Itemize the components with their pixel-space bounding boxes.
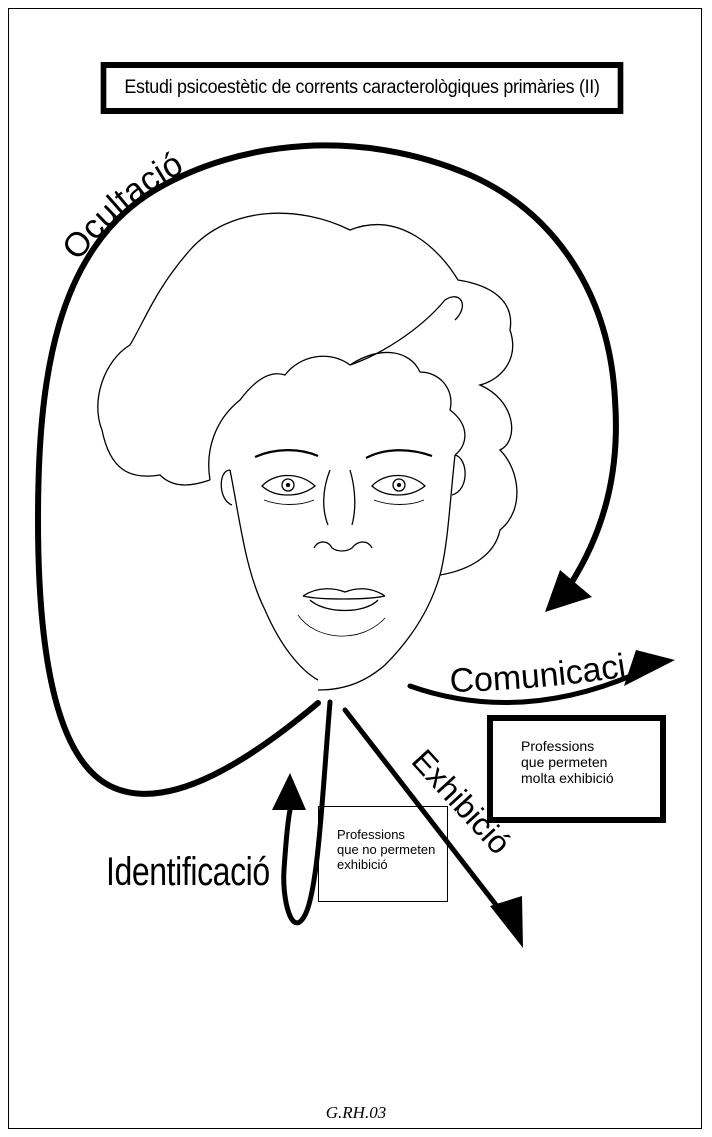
ocultacio-text: Ocultació (55, 145, 189, 267)
no-exhibition-professions-box: Professions que no permeten exhibició (318, 806, 448, 902)
figure-code: G.RH.03 (0, 1103, 712, 1123)
identificacio-label: Identificació (106, 850, 270, 895)
box-line: Professions (337, 827, 447, 842)
ocultacio-label: Ocultació (55, 145, 189, 267)
comunicacio-text: Comunicació (0, 0, 628, 700)
high-exhibition-professions-box: Professions que permeten molta exhibició (487, 715, 666, 823)
face-illustration (98, 213, 517, 690)
box-line: que no permeten (337, 842, 447, 857)
comunicacio-label: Comunicació (0, 0, 628, 700)
box-line: molta exhibició (521, 770, 660, 786)
ocultacio-arrow (38, 145, 616, 793)
box-line: que permeten (521, 754, 660, 770)
box-line: Professions (521, 738, 660, 754)
box-line: exhibició (337, 857, 447, 872)
